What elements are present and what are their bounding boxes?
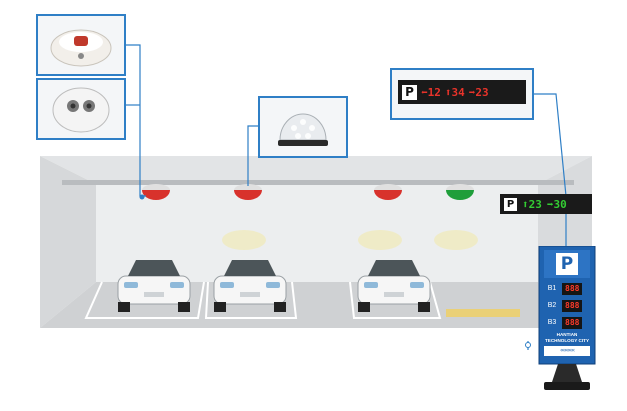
light-glows [222, 230, 478, 250]
kiosk-chevron-strip-icon: ‹‹‹‹‹‹‹‹‹‹ [560, 347, 575, 354]
kiosk-row-b1: B1 888 [542, 281, 592, 296]
car-3 [357, 260, 431, 312]
left-wall [40, 156, 96, 328]
led-lane-2: ⬆34 [444, 85, 465, 99]
led-lane-3: ➡23 [468, 85, 489, 99]
kiosk-row-b3: B3 888 [542, 315, 592, 330]
led-small-lane-2: ➡30 [546, 197, 567, 211]
arrow-up-icon: ⬆ [522, 197, 529, 211]
indicator-light-callout [258, 96, 348, 158]
parking-p-icon-small: P [504, 197, 517, 211]
ceiling [40, 156, 592, 184]
sensor-callout-top [36, 14, 126, 76]
parking-p-icon: P [402, 84, 417, 100]
yellow-floor-marking [446, 309, 520, 317]
parking-bay-lines [84, 281, 442, 319]
kiosk-parking-p-icon: P [556, 253, 578, 275]
arrow-right-icon: ➡ [546, 197, 554, 211]
connector-dot-kiosk [525, 342, 531, 348]
car-2 [213, 260, 287, 312]
kiosk-company-line2: TECHNOLOGY CITY [544, 338, 590, 343]
sensor-1 [142, 184, 170, 200]
ultrasonic-sensor-icon [50, 29, 112, 67]
dual-lens-sensor-icon [52, 87, 110, 133]
kiosk-row-b2: B2 888 [542, 298, 592, 313]
dome-light-icon [278, 113, 328, 146]
car-1 [117, 260, 191, 312]
led-small-lane-1: ⬆23 [522, 197, 542, 211]
connector-dot [139, 194, 145, 200]
sensor-2 [234, 184, 262, 200]
led-guidance-sign-large: P ⬅12 ⬆34 ➡23 [398, 80, 526, 104]
entrance-kiosk: P B1 888 B2 888 B3 888 HANTIAN TECHNOLOG… [538, 246, 596, 392]
ceiling-rail [62, 180, 574, 185]
arrow-left-icon: ⬅ [421, 85, 428, 99]
led-lane-1: ⬅12 [421, 85, 441, 99]
arrow-up-icon: ⬆ [444, 85, 452, 99]
kiosk-company-line1: HANTIAN [556, 332, 578, 337]
sensor-callout-bottom [36, 78, 126, 140]
arrow-right-icon: ➡ [468, 85, 476, 99]
led-guidance-sign-small: P ⬆23 ➡30 [500, 194, 592, 214]
led-sign-callout: P ⬅12 ⬆34 ➡23 [390, 68, 534, 120]
sensor-4 [446, 184, 474, 200]
sensor-3 [374, 184, 402, 200]
